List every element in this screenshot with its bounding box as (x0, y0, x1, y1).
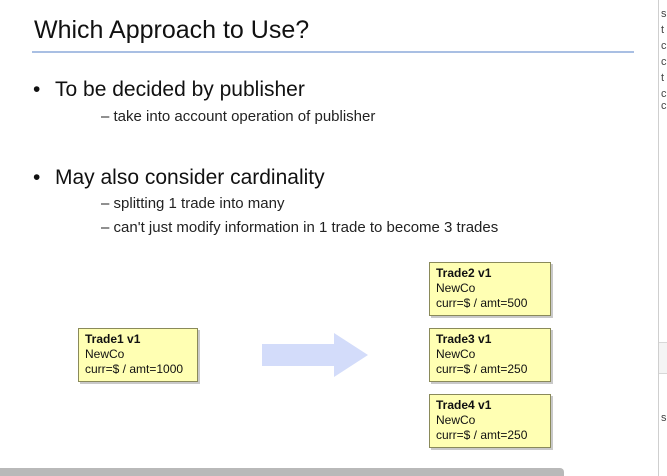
trade-company: NewCo (85, 347, 125, 361)
bullet-icon: • (33, 166, 41, 189)
sub-bullet-2-2: – can't just modify information in 1 tra… (101, 219, 498, 236)
dash-icon: – (101, 195, 110, 212)
trade-detail: curr=$ / amt=1000 (85, 362, 184, 376)
sub-bullet-1-1: – take into account operation of publish… (101, 108, 375, 125)
trade-box-target-2: Trade3 v1 NewCo curr=$ / amt=250 (429, 328, 551, 382)
side-panel-block (659, 342, 667, 374)
title-divider (32, 51, 634, 53)
side-panel-text: c (661, 100, 667, 112)
trade-company: NewCo (436, 347, 476, 361)
right-arrow-icon (262, 333, 368, 377)
bullet-1: • To be decided by publisher (33, 78, 305, 102)
side-panel-text: t (661, 72, 665, 84)
slide-title: Which Approach to Use? (34, 16, 310, 44)
trade-detail: curr=$ / amt=250 (436, 428, 528, 442)
side-panel-text: t (661, 24, 665, 36)
bullet-icon: • (33, 78, 41, 101)
trade-name: Trade2 v1 (436, 266, 492, 280)
trade-company: NewCo (436, 413, 476, 427)
sub-bullet-text: splitting 1 trade into many (113, 195, 285, 212)
bullet-1-text: To be decided by publisher (55, 78, 305, 101)
side-panel-text: s (661, 412, 667, 424)
trade-box-target-1: Trade2 v1 NewCo curr=$ / amt=500 (429, 262, 551, 316)
dash-icon: – (101, 108, 110, 125)
trade-detail: curr=$ / amt=250 (436, 362, 528, 376)
trade-name: Trade3 v1 (436, 332, 492, 346)
horizontal-scrollbar[interactable] (0, 468, 564, 476)
trade-name: Trade1 v1 (85, 332, 141, 346)
trade-company: NewCo (436, 281, 476, 295)
side-panel-text: c (661, 88, 667, 100)
side-panel-clipped: s t c c t c c s (658, 0, 667, 476)
trade-detail: curr=$ / amt=500 (436, 296, 528, 310)
sub-bullet-2-1: – splitting 1 trade into many (101, 195, 284, 212)
bullet-2-text: May also consider cardinality (55, 166, 325, 189)
trade-box-source: Trade1 v1 NewCo curr=$ / amt=1000 (78, 328, 198, 382)
side-panel-text: c (661, 40, 667, 52)
sub-bullet-text: can't just modify information in 1 trade… (113, 219, 499, 236)
sub-bullet-text: take into account operation of publisher (113, 108, 376, 125)
side-panel-text: s (661, 8, 667, 20)
trade-name: Trade4 v1 (436, 398, 492, 412)
dash-icon: – (101, 219, 110, 236)
side-panel-text: c (661, 56, 667, 68)
trade-box-target-3: Trade4 v1 NewCo curr=$ / amt=250 (429, 394, 551, 448)
bullet-2: • May also consider cardinality (33, 166, 325, 190)
